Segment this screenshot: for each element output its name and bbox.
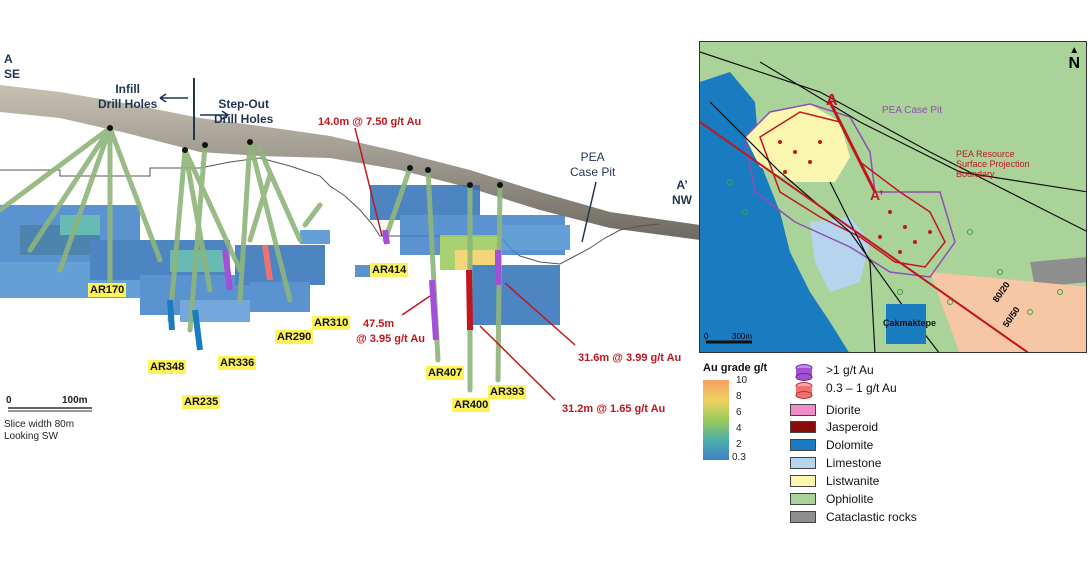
scale-end: 100m: [62, 395, 88, 406]
marker-a-prime: A’: [870, 187, 884, 203]
slice-note: Slice width 80m: [4, 419, 75, 430]
drill-collars: [778, 140, 932, 254]
scale-zero: 0: [6, 395, 12, 406]
hole-label: AR414: [370, 263, 409, 277]
hole-label: AR170: [88, 283, 127, 297]
legend-label: Ophiolite: [826, 492, 874, 506]
cataclastic-area: [1030, 257, 1086, 287]
legend-label: Cataclastic rocks: [826, 510, 917, 524]
section-graphic: [0, 78, 700, 412]
grade-tick: 4: [736, 423, 742, 434]
grade-tick: 0.3: [732, 452, 746, 463]
cakmaktepe-label: Çakmaktepe: [883, 318, 937, 328]
inset-scale-zero: 0: [704, 332, 709, 341]
intercept-label: 14.0m @ 7.50 g/t Au: [318, 116, 422, 128]
hole-label: AR235: [182, 395, 221, 409]
legend-label: Listwanite: [826, 474, 880, 488]
section-arrow: [828, 101, 877, 193]
ophiolite-samples: [727, 179, 1063, 315]
intercept-label: 31.6m @ 3.99 g/t Au: [578, 352, 682, 364]
grade-tick: 10: [736, 375, 748, 386]
legend-label: Jasperoid: [826, 420, 879, 434]
north-arrow-icon: ▲N: [1068, 45, 1080, 73]
mid-grade-cylinder-icon: [795, 382, 813, 399]
pea-pit-label: PEA Case Pit: [882, 105, 943, 116]
pea-case-pit: [744, 103, 956, 278]
intercept-label: 47.5m: [363, 318, 395, 330]
section-line: [700, 121, 1029, 352]
ophiolite-swatch: [790, 493, 816, 505]
dolomite-area: [700, 72, 849, 352]
hole-label: AR336: [218, 356, 257, 370]
legend-label: Diorite: [826, 403, 861, 417]
legend-label: Limestone: [826, 456, 882, 470]
marker-a: A: [826, 92, 838, 109]
collars: [107, 125, 503, 188]
legend-label: >1 g/t Au: [826, 363, 874, 377]
assay-intervals: [167, 229, 501, 351]
listwanite-swatch: [790, 475, 816, 487]
legend-label: Dolomite: [826, 438, 874, 452]
inset-map-graphic: [700, 42, 1086, 352]
terrain-surface: [0, 85, 700, 240]
intercept-label: 31.2m @ 1.65 g/t Au: [562, 403, 666, 415]
hole-label: AR400: [452, 398, 491, 412]
hole-label: AR393: [488, 385, 527, 399]
inset-scale-end: 300m: [732, 332, 753, 341]
dolomite-swatch: [790, 439, 816, 451]
hole-label: AR290: [275, 330, 314, 344]
grade-color-bar: [703, 380, 729, 460]
cataclastic-swatch: [790, 511, 816, 523]
hole-label: AR310: [312, 316, 351, 330]
intercept-arrows: [354, 127, 576, 401]
pit-outline: [0, 157, 661, 265]
jasperoid-swatch: [790, 421, 816, 433]
hole-label: AR407: [426, 366, 465, 380]
cakmaktepe-area: [886, 304, 926, 344]
grade-legend-title: Au grade g/t: [703, 362, 768, 374]
grade-tick: 2: [736, 439, 742, 450]
diorite-swatch: [790, 404, 816, 416]
high-grade-cylinder-icon: [795, 364, 813, 381]
section-end-a-prime: A’NW: [672, 178, 692, 207]
arrow-pea: [581, 181, 597, 243]
light-pink-area: [930, 272, 1086, 352]
hole-label: AR348: [148, 360, 187, 374]
legend-label: 0.3 – 1 g/t Au: [826, 381, 897, 395]
arrow-stepout: [200, 110, 229, 120]
intercept-label: @ 3.95 g/t Au: [356, 333, 425, 345]
view-note: Looking SW: [4, 431, 58, 442]
grade-tick: 8: [736, 391, 742, 402]
limestone-swatch: [790, 457, 816, 469]
faults: [700, 51, 1086, 352]
arrow-infill: [159, 93, 188, 103]
grade-tick: 6: [736, 407, 742, 418]
